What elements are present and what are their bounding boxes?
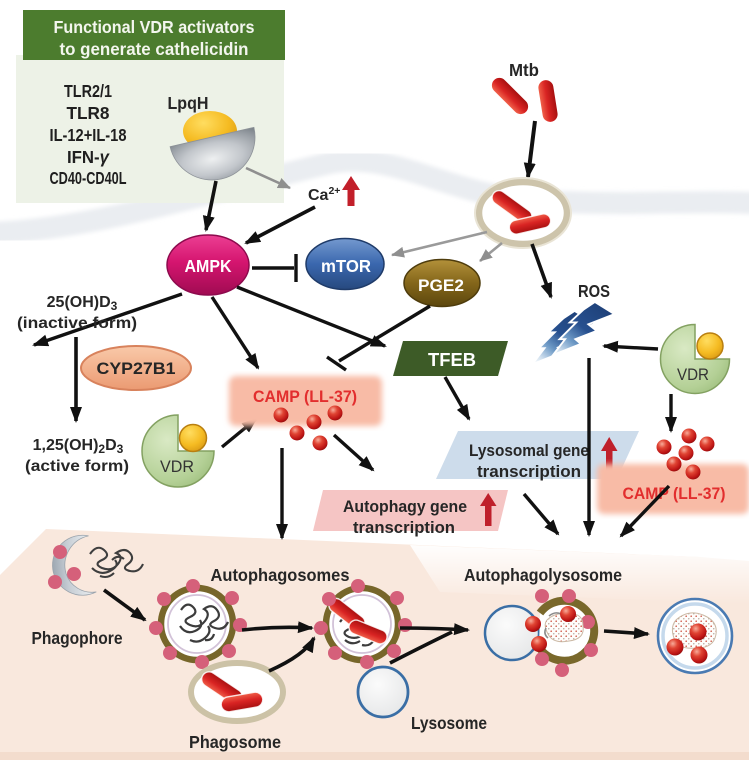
svg-text:25(OH)D3: 25(OH)D3	[47, 294, 118, 313]
svg-text:VDR: VDR	[160, 458, 194, 476]
svg-text:1,25(OH)2D3: 1,25(OH)2D3	[33, 437, 124, 456]
svg-text:TLR2/1: TLR2/1	[64, 81, 112, 101]
svg-text:CAMP (LL-37): CAMP (LL-37)	[623, 484, 726, 503]
svg-text:CAMP (LL-37): CAMP (LL-37)	[253, 387, 357, 406]
svg-text:(inactive form): (inactive form)	[17, 315, 137, 332]
svg-text:ROS: ROS	[578, 281, 610, 301]
svg-text:IL-12+IL-18: IL-12+IL-18	[50, 125, 127, 145]
svg-text:IFN-γ: IFN-γ	[67, 147, 110, 167]
svg-text:Mtb: Mtb	[509, 60, 539, 80]
svg-text:LpqH: LpqH	[168, 93, 209, 113]
svg-text:VDR: VDR	[677, 366, 709, 384]
svg-text:Lysosome: Lysosome	[411, 713, 487, 733]
svg-text:Phagosome: Phagosome	[189, 732, 281, 752]
svg-text:Functional VDR activators: Functional VDR activators	[54, 17, 255, 37]
svg-text:Lysosomal gene: Lysosomal gene	[469, 441, 589, 460]
svg-text:AMPK: AMPK	[185, 256, 232, 276]
svg-text:PGE2: PGE2	[418, 277, 464, 295]
svg-text:Autophagolysosome: Autophagolysosome	[464, 565, 622, 585]
svg-text:TFEB: TFEB	[428, 350, 476, 370]
svg-text:mTOR: mTOR	[321, 256, 371, 276]
svg-text:(active form): (active form)	[25, 458, 129, 475]
svg-text:Phagophore: Phagophore	[32, 628, 123, 648]
svg-text:TLR8: TLR8	[67, 103, 110, 123]
svg-text:to generate cathelicidin: to generate cathelicidin	[60, 39, 249, 59]
svg-text:transcription: transcription	[353, 518, 455, 537]
svg-text:Autophagy gene: Autophagy gene	[343, 497, 467, 516]
svg-text:Autophagosomes: Autophagosomes	[211, 565, 350, 585]
svg-text:CD40-CD40L: CD40-CD40L	[50, 168, 127, 188]
svg-text:transcription: transcription	[477, 462, 581, 481]
svg-text:CYP27B1: CYP27B1	[97, 359, 176, 378]
